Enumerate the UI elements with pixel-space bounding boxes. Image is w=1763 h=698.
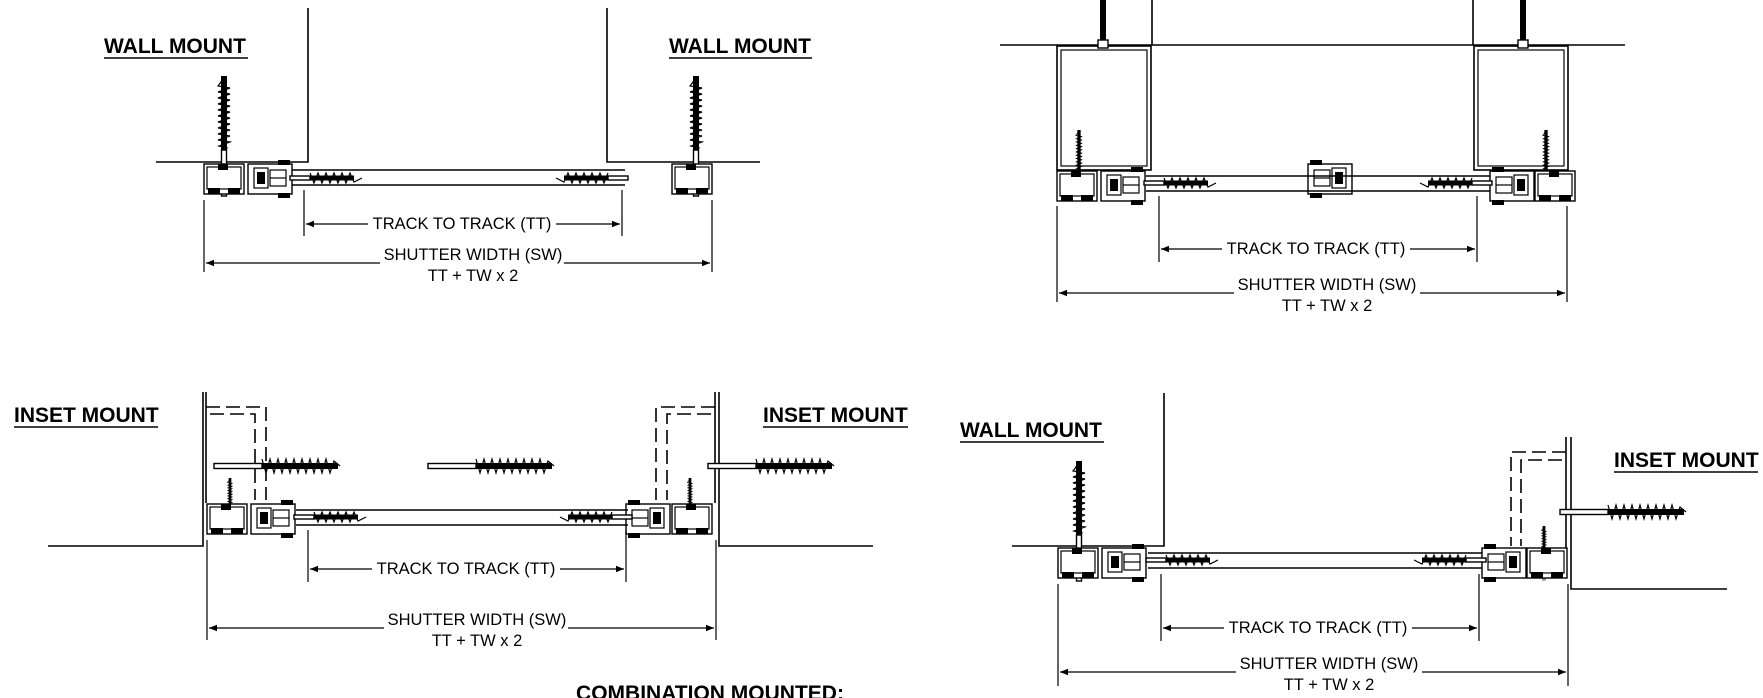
track-left (1057, 547, 1099, 579)
inset-screw-right (1559, 504, 1687, 520)
top-screw-right (1520, 0, 1526, 40)
buildout-right-inner (1477, 49, 1565, 167)
tt-text: TRACK TO TRACK (TT) (377, 560, 556, 578)
track-right (671, 163, 713, 195)
hinge-right (1307, 159, 1353, 199)
hinge-left (1101, 543, 1147, 583)
inset-frame-left (206, 406, 267, 500)
inset-screw-right-g (707, 458, 835, 474)
panel-screw-left (1145, 554, 1219, 566)
panel-buildout: TRACK TO TRACK (TT) SHUTTER WIDTH (SW) T… (1000, 0, 1625, 315)
label-wall-mount-left: WALL MOUNT (104, 35, 246, 58)
label-wall-mount-right: WALL MOUNT (669, 35, 811, 58)
panel-screw-left (293, 511, 367, 523)
hinge-right (1489, 166, 1535, 206)
inset-frame-right (655, 406, 715, 500)
sw-formula: TT + TW x 2 (432, 632, 523, 650)
inset-screw-left (427, 458, 555, 474)
label-inset-mount-left: INSET MOUNT (14, 404, 159, 427)
panel-screw-left (289, 172, 363, 184)
hinge-left (247, 159, 293, 199)
sw-text: SHUTTER WIDTH (SW) (384, 246, 563, 264)
label-inset-mount-combo: INSET MOUNT (1614, 449, 1759, 472)
hinge-left (250, 499, 296, 539)
tt-text: TRACK TO TRACK (TT) (1227, 240, 1406, 258)
panel-wall-inset: WALL MOUNT INSET MOUNT TRACK TO TRACK (T… (960, 393, 1759, 694)
track-left (206, 503, 248, 535)
right-opening (718, 392, 873, 547)
right-opening (1570, 437, 1727, 590)
panel-inset-inset: INSET MOUNT INSET MOUNT TRACK TO (14, 392, 908, 650)
panel-screw-right (1419, 177, 1493, 189)
label-wall-mount-combo: WALL MOUNT (960, 419, 1102, 442)
tt-text: TRACK TO TRACK (TT) (1229, 619, 1408, 637)
sw-text: SHUTTER WIDTH (SW) (1240, 655, 1419, 673)
sw-formula: TT + TW x 2 (1282, 297, 1373, 315)
panel-screw-right (555, 172, 629, 184)
top-screw-left-head (1097, 39, 1109, 49)
hinge-left (1100, 166, 1146, 206)
track-left (1056, 170, 1098, 202)
sw-text: SHUTTER WIDTH (SW) (1238, 276, 1417, 294)
inset-frame-left-inner (210, 413, 256, 500)
buildout-right-outer (1473, 45, 1569, 171)
top-screw-left (1100, 0, 1106, 40)
track-left (203, 163, 245, 195)
right-jamb (606, 8, 760, 163)
left-jamb (1012, 393, 1165, 547)
sw-formula: TT + TW x 2 (428, 267, 519, 285)
top-screw-right-head (1517, 39, 1529, 49)
panel-screw-left (1143, 177, 1217, 189)
sw-text: SHUTTER WIDTH (SW) (388, 611, 567, 629)
inset-screw-left-g (213, 458, 341, 474)
hinge-right (1481, 543, 1527, 583)
inset-frame-right (1510, 451, 1566, 546)
sw-formula: TT + TW x 2 (1284, 676, 1375, 694)
inset-frame-right-inner (666, 413, 711, 500)
left-jamb (156, 8, 309, 163)
left-opening (48, 392, 204, 547)
buildout-left-outer (1056, 45, 1152, 171)
panel-screw-right (559, 511, 633, 523)
panel-screw-right (1413, 554, 1487, 566)
combination-mounted-title: COMBINATION MOUNTED: (576, 682, 844, 698)
tt-text: TRACK TO TRACK (TT) (373, 215, 552, 233)
track-right (1526, 547, 1568, 579)
label-inset-mount-right: INSET MOUNT (763, 404, 908, 427)
panel-wall-wall: WALL MOUNT WALL MOUNT TRACK TO TRACK (TT… (104, 8, 1353, 285)
track-right (1534, 170, 1576, 202)
track-right (671, 503, 713, 535)
buildout-left-inner (1060, 49, 1148, 167)
inset-frame-right-inner (1520, 459, 1562, 546)
